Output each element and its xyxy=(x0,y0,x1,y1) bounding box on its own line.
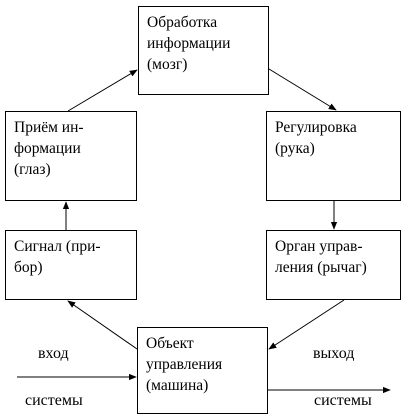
node-control-object-line-3: (машина) xyxy=(146,377,209,394)
node-control-organ: Орган управ- ления (рычаг) xyxy=(266,230,401,300)
node-signal-line-2: бор) xyxy=(14,259,43,276)
node-signal: Сигнал (при- бор) xyxy=(5,230,137,300)
node-regulation-line-2: (рука) xyxy=(275,140,315,157)
arrow-object-to-signal xyxy=(67,300,138,350)
node-control-object-line-2: управления xyxy=(146,356,223,373)
node-information-processing-line-1: Обработка xyxy=(147,14,218,31)
node-information-processing-line-3: (мозг) xyxy=(147,56,188,73)
node-information-reception: Приём ин- формации (глаз) xyxy=(5,111,137,201)
node-control-organ-line-1: Орган управ- xyxy=(275,238,363,255)
node-regulation-line-1: Регулировка xyxy=(275,119,357,136)
arrow-processing-to-regulation xyxy=(268,68,337,111)
node-information-processing-line-2: информации xyxy=(147,35,231,52)
node-signal-line-1: Сигнал (при- xyxy=(14,238,101,255)
arrow-organ-to-object xyxy=(268,299,345,350)
node-information-reception-line-3: (глаз) xyxy=(14,161,51,178)
node-control-object: Объект управления (машина) xyxy=(137,327,268,414)
node-information-processing: Обработка информации (мозг) xyxy=(138,6,269,95)
node-regulation: Регулировка (рука) xyxy=(266,111,401,201)
node-control-object-line-1: Объект xyxy=(146,335,194,352)
system-output-label-top: выход xyxy=(313,345,355,362)
system-input-label-bottom: системы xyxy=(25,392,83,409)
node-control-organ-line-2: ления (рычаг) xyxy=(275,259,367,276)
node-information-reception-line-2: формации xyxy=(14,140,81,157)
arrow-reception-to-processing xyxy=(67,69,138,112)
system-output-label-bottom: системы xyxy=(314,392,372,409)
system-input-label-top: вход xyxy=(38,345,69,362)
node-information-reception-line-1: Приём ин- xyxy=(14,119,84,136)
